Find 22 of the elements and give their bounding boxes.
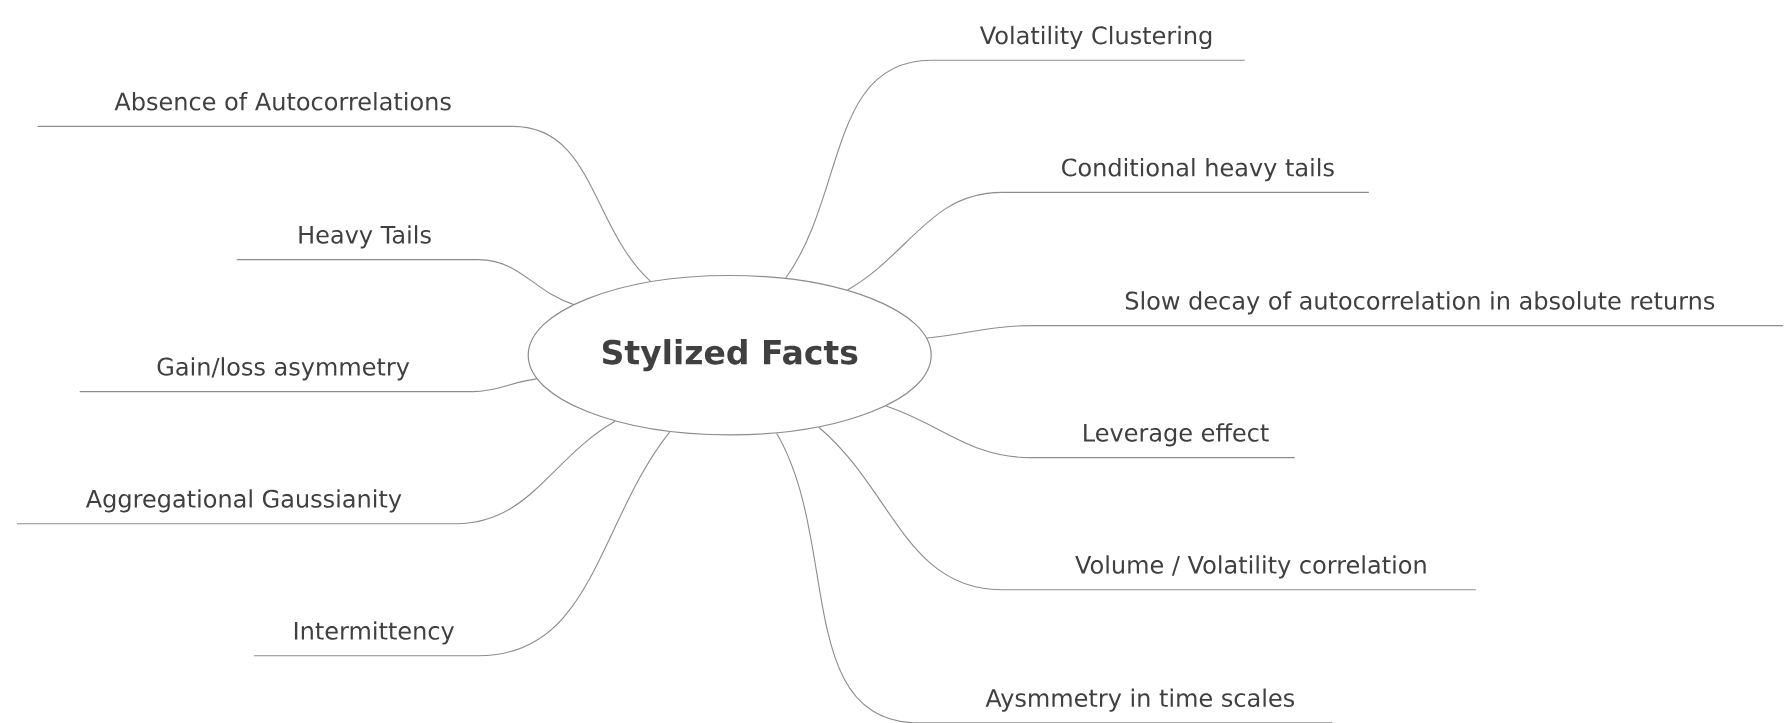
branch-label: Gain/loss asymmetry <box>79 357 474 393</box>
connector-line <box>785 59 932 279</box>
branch-label: Conditional heavy tails <box>1001 157 1370 193</box>
branch-label: Volume / Volatility correlation <box>1001 555 1477 591</box>
branch-label: Slow decay of autocorrelation in absolute returns <box>1029 291 1784 327</box>
connector-line <box>455 420 616 525</box>
connector-line <box>512 125 652 282</box>
branch-label: Aysmmetry in time scales <box>919 688 1333 723</box>
connector-line <box>885 405 1031 459</box>
connector-line <box>818 426 1003 591</box>
connector-line <box>846 191 1003 291</box>
branch-label: Intermittency <box>253 621 480 657</box>
connector-line <box>477 259 574 305</box>
branch-label: Heavy Tails <box>236 225 480 261</box>
branch-label: Volatility Clustering <box>930 25 1246 61</box>
connector-line <box>472 378 538 393</box>
branch-label: Leverage effect <box>1029 423 1296 459</box>
connector-line <box>926 325 1031 339</box>
connector-line <box>776 432 921 723</box>
branch-label: Aggregational Gaussianity <box>16 489 457 525</box>
connector-line <box>478 431 671 657</box>
branch-label: Absence of Autocorrelations <box>37 91 514 127</box>
